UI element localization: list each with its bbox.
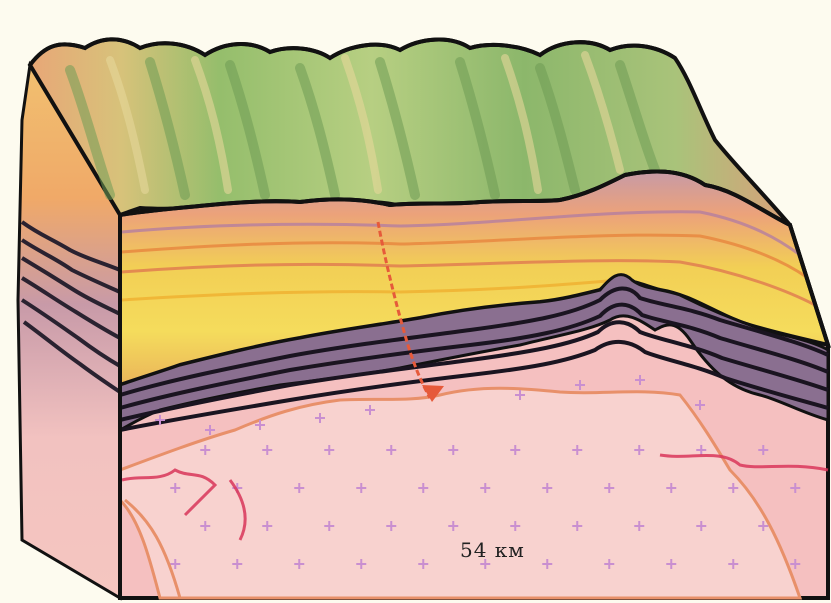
depth-label: 54 км: [460, 538, 525, 562]
